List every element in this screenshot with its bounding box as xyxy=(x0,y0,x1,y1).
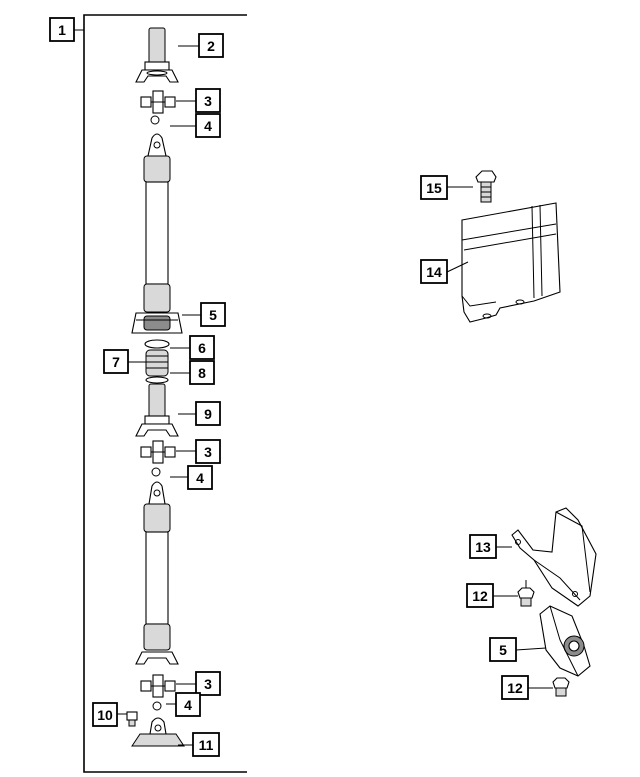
callout-5b-leader xyxy=(515,647,547,651)
callout-2-label: 2 xyxy=(207,38,215,54)
callout-3c: 3 xyxy=(195,671,221,696)
heat-shield-part xyxy=(461,202,561,323)
callout-4b-label: 4 xyxy=(196,470,204,486)
callout-1-label: 1 xyxy=(58,22,66,38)
callout-6-label: 6 xyxy=(198,340,206,356)
callout-4a: 4 xyxy=(195,113,221,138)
bolt-part-12b xyxy=(552,677,570,697)
snap-ring-part-a xyxy=(150,115,160,125)
callout-14-leader xyxy=(446,261,469,273)
callout-8-label: 8 xyxy=(198,365,206,381)
u-joint-cross-part-c xyxy=(140,674,176,698)
callout-4c-label: 4 xyxy=(184,697,192,713)
callout-11: 11 xyxy=(192,732,220,757)
rear-shaft-tube xyxy=(135,481,179,665)
callout-14-label: 14 xyxy=(426,264,442,280)
callout-13: 13 xyxy=(469,534,497,559)
bolt-part-10 xyxy=(126,711,138,727)
callout-3c-label: 3 xyxy=(204,676,212,692)
callout-15: 15 xyxy=(420,175,448,200)
callout-5b: 5 xyxy=(489,637,517,662)
callout-6: 6 xyxy=(189,335,215,360)
callout-12b-label: 12 xyxy=(507,680,523,696)
boot-clamp-part xyxy=(144,339,170,384)
callout-5b-label: 5 xyxy=(499,642,507,658)
snap-ring-part-c xyxy=(152,701,162,711)
callout-15-label: 15 xyxy=(426,180,442,196)
bracket-part xyxy=(511,507,597,607)
callout-8: 8 xyxy=(189,360,215,385)
center-bearing-part-a xyxy=(131,312,183,334)
callout-3b: 3 xyxy=(195,439,221,464)
callout-5a: 5 xyxy=(200,302,226,327)
callout-12b: 12 xyxy=(501,675,529,700)
callout-10: 10 xyxy=(92,702,118,727)
callout-7-label: 7 xyxy=(112,354,120,370)
callout-4a-label: 4 xyxy=(204,118,212,134)
callout-11-label: 11 xyxy=(199,737,214,753)
bolt-part-12a xyxy=(517,580,535,607)
snap-ring-part-b xyxy=(151,467,161,477)
assembly-bracket xyxy=(83,14,247,773)
slip-yoke-part xyxy=(135,27,179,83)
flange-yoke-part xyxy=(131,717,185,747)
callout-9: 9 xyxy=(195,401,221,426)
callout-1: 1 xyxy=(49,17,75,42)
callout-2: 2 xyxy=(198,33,224,58)
u-joint-cross-part-a xyxy=(140,90,176,114)
callout-4b: 4 xyxy=(187,465,213,490)
callout-3b-label: 3 xyxy=(204,444,212,460)
callout-10-label: 10 xyxy=(97,707,113,723)
callout-12a: 12 xyxy=(466,583,494,608)
callout-5a-label: 5 xyxy=(209,307,217,323)
callout-13-label: 13 xyxy=(475,539,491,555)
center-bearing-part-b xyxy=(539,605,591,677)
front-shaft-tube xyxy=(143,133,171,313)
callout-4c: 4 xyxy=(175,692,201,717)
callout-12a-label: 12 xyxy=(472,588,488,604)
callout-7: 7 xyxy=(103,349,129,374)
callout-9-label: 9 xyxy=(204,406,212,422)
slip-yoke-part-b xyxy=(135,383,179,437)
bolt-part-15 xyxy=(475,170,497,203)
callout-14: 14 xyxy=(420,259,448,284)
u-joint-cross-part-b xyxy=(140,440,176,464)
callout-3a: 3 xyxy=(195,88,221,113)
callout-3a-label: 3 xyxy=(204,93,212,109)
